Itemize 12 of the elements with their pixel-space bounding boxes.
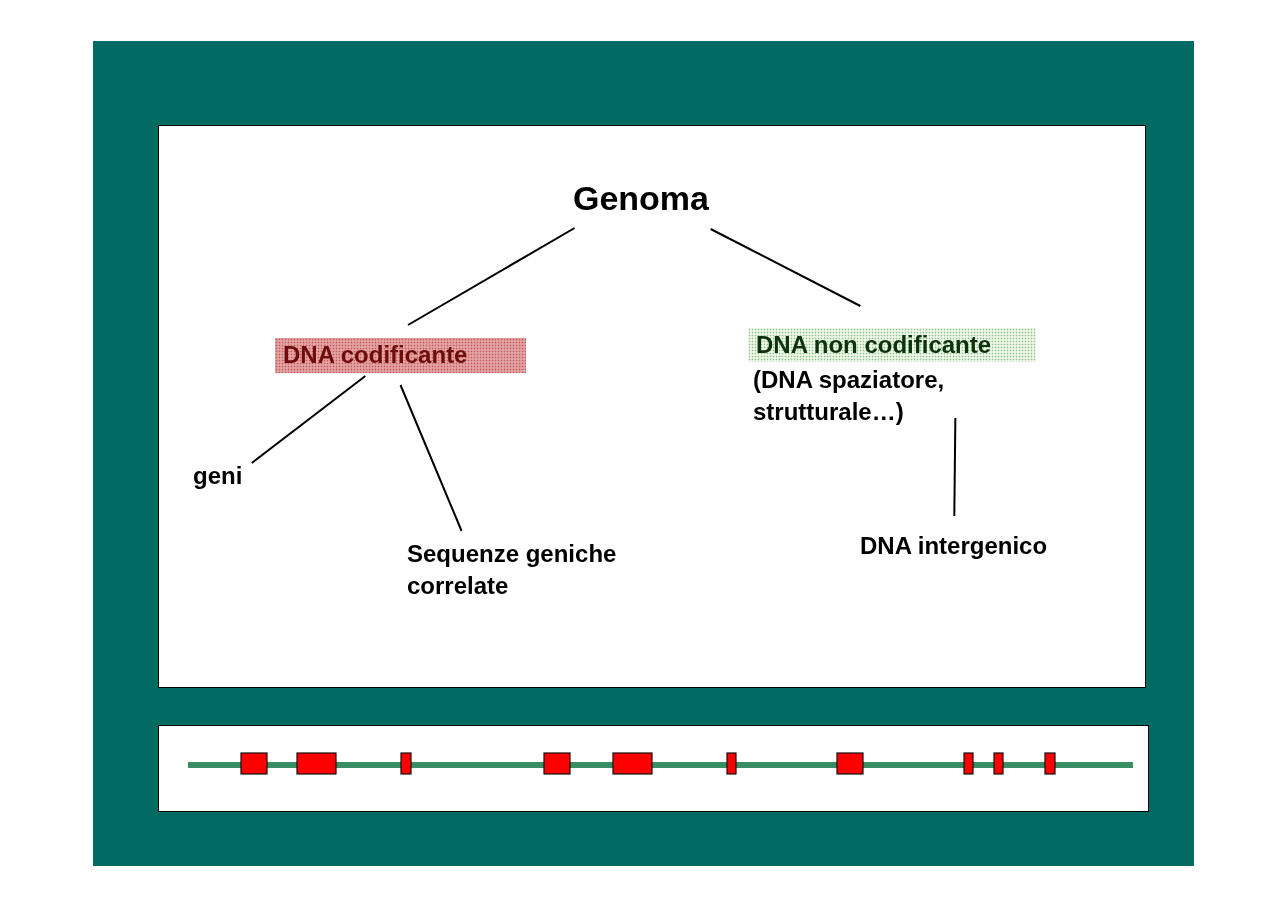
node-label: Sequenze geniche correlate <box>407 538 667 602</box>
connector-line <box>953 417 957 517</box>
highlight-box: DNA codificante <box>275 338 526 373</box>
node-caption: (DNA spaziatore, strutturale…) <box>753 365 946 427</box>
highlight-box: DNA non codificante <box>748 328 1036 362</box>
connector-line <box>709 228 862 307</box>
connector-line <box>250 375 367 464</box>
connector-line <box>407 227 576 326</box>
title-text: Genoma <box>560 176 722 220</box>
node-label: DNA intergenico <box>860 530 1090 562</box>
node-label: geni <box>193 460 263 492</box>
connector-line <box>399 384 463 532</box>
